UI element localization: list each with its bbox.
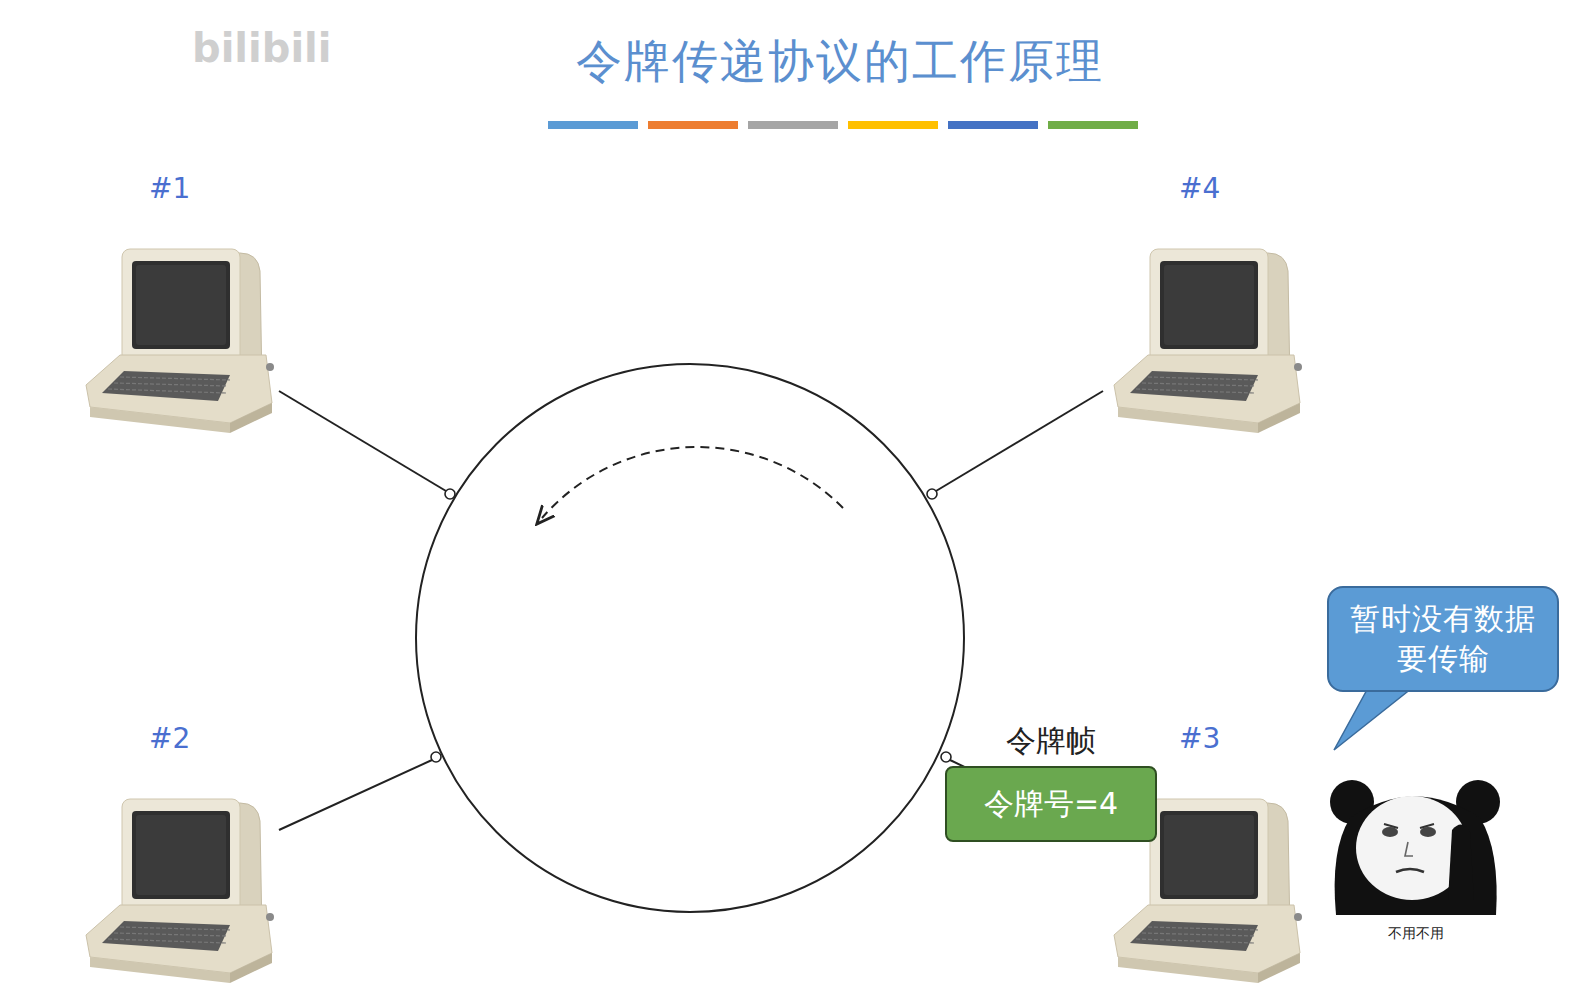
- frame-heading: 令牌帧: [945, 716, 1157, 766]
- title-bars: [548, 121, 1138, 129]
- token-box: 令牌号=4: [945, 766, 1157, 842]
- speech-bubble: 暂时没有数据要传输: [1327, 586, 1559, 692]
- bubble-text: 暂时没有数据要传输: [1343, 599, 1543, 679]
- tap-points: [431, 489, 951, 762]
- direction-arrow: [542, 447, 843, 518]
- computer: [1114, 249, 1302, 433]
- bubble-tail: [1334, 688, 1412, 750]
- station-number: #3: [1179, 722, 1220, 755]
- station-number: #1: [149, 172, 190, 205]
- meme-caption: 不用不用: [1388, 925, 1444, 943]
- station-links: [279, 391, 1103, 830]
- computer: [86, 249, 274, 433]
- token-number: 令牌号=4: [984, 784, 1118, 825]
- diagram-title: 令牌传递协议的工作原理: [576, 31, 1104, 93]
- ring: [416, 364, 964, 912]
- station-number: #4: [1179, 172, 1220, 205]
- computer: [86, 799, 274, 983]
- watermark: bilibili: [192, 25, 332, 71]
- token-frame: 令牌帧令牌号=4: [945, 716, 1157, 842]
- panda-meme: [1330, 780, 1500, 915]
- station-number: #2: [149, 722, 190, 755]
